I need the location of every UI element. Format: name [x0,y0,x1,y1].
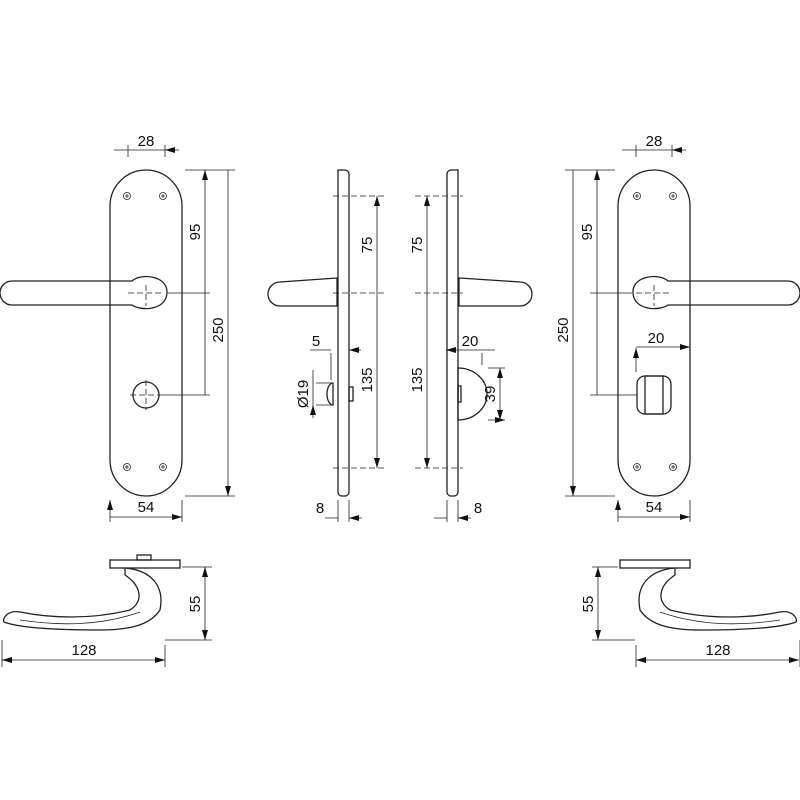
dim-128: 128 [71,642,96,659]
screw-icon [669,192,677,200]
dim-8: 8 [474,500,482,517]
screw-icon [633,192,641,200]
screw-icon [159,192,167,200]
dim-spindle-to-top: 95 [187,224,204,241]
lever [0,275,168,310]
dim-top-width: 28 [138,133,155,150]
screw-icon [669,463,677,471]
dim-20: 20 [462,333,479,350]
front-view-right: 28 95 250 20 54 [555,133,800,522]
lever-top [2,567,162,631]
dim-width: 54 [138,499,155,516]
dim-height: 250 [210,317,227,342]
side-view-left: 75 135 5 Ø19 8 [267,169,385,522]
dim-39: 39 [482,386,499,403]
dim-135: 135 [359,367,376,392]
dim-55: 55 [580,596,597,613]
dim-spindle-to-top: 95 [579,224,596,241]
dim-128: 128 [705,642,730,659]
screw-icon [159,463,167,471]
wc-indicator [636,375,672,415]
screw-icon [633,463,641,471]
dim-height: 250 [555,317,572,342]
side-view-right: 75 135 20 39 8 [409,169,533,522]
dim-55: 55 [187,596,204,613]
lever-top [638,567,798,631]
dim-diameter: Ø19 [295,380,312,408]
dim-width: 54 [646,499,663,516]
screw-icon [123,192,131,200]
lever [632,275,800,310]
dim-75: 75 [359,237,376,254]
dim-75: 75 [409,237,426,254]
screw-icon [123,463,131,471]
top-view-right: 55 128 [580,559,800,667]
dim-135: 135 [409,367,426,392]
lever-side [267,277,338,307]
top-view-left: 55 128 [1,554,212,667]
dim-5: 5 [312,333,320,350]
backplate [109,169,183,497]
front-view-left: 28 95 250 54 [0,133,235,522]
dim-top-width: 28 [646,133,663,150]
lever-side [458,277,533,307]
dim-8: 8 [316,500,324,517]
dim-indicator-width: 20 [648,330,665,347]
turn-knob [326,382,334,406]
